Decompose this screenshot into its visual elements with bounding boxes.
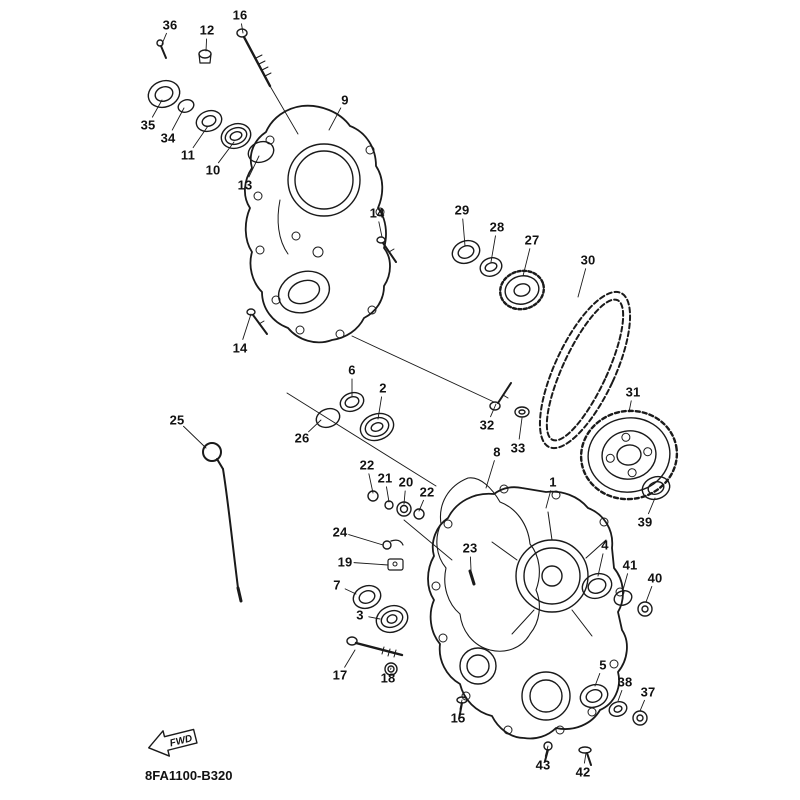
clamp-bracket-dowel [382, 539, 476, 586]
callout-14-9: 14 [369, 205, 385, 221]
sprocket-and-chain [451, 239, 632, 450]
callout-9-8: 9 [341, 92, 349, 108]
callout-28-11: 28 [489, 219, 505, 235]
callout-36-0: 36 [162, 17, 178, 33]
callout-7-35: 7 [333, 577, 341, 593]
callout-5-37: 5 [599, 657, 607, 673]
callout-12-2: 12 [199, 22, 215, 38]
lower-right-bearing-set [579, 683, 648, 726]
cover-seal-stack [147, 28, 275, 164]
callout-22-19: 22 [359, 457, 375, 473]
crankcase [427, 484, 628, 740]
callout-8-23: 8 [493, 444, 501, 460]
cover-bolts-14 [246, 236, 397, 335]
callout-3-36: 3 [356, 607, 364, 623]
callout-42-44: 42 [575, 764, 591, 780]
callout-14-14: 14 [232, 340, 248, 356]
callout-leader-lines [151, 23, 656, 764]
lower-left-seal-bearing [352, 584, 409, 634]
callout-16-1: 16 [232, 7, 248, 23]
callout-18-41: 18 [380, 670, 396, 686]
callout-43-43: 43 [535, 757, 551, 773]
bolt-32-washer-33 [489, 382, 530, 418]
lower-fasteners [346, 636, 592, 766]
fwd-arrow: FWD [148, 728, 198, 757]
callout-23-31: 23 [462, 540, 478, 556]
callout-25-18: 25 [169, 412, 185, 428]
callout-17-40: 17 [332, 667, 348, 683]
fwd-label: FWD [169, 733, 194, 749]
callout-34-4: 34 [160, 130, 176, 146]
callout-22-22: 22 [419, 484, 435, 500]
gasket [436, 477, 540, 652]
callout-19-30: 19 [337, 554, 353, 570]
callout-29-10: 29 [454, 202, 470, 218]
callout-32-25: 32 [479, 417, 495, 433]
callout-27-12: 27 [524, 232, 540, 248]
callout-20-21: 20 [398, 474, 414, 490]
callout-15-42: 15 [450, 710, 466, 726]
chaincase-cover [244, 104, 391, 344]
callout-10-6: 10 [205, 162, 221, 178]
diagram-code: 8FA1100-B320 [145, 768, 233, 783]
callout-31-27: 31 [625, 384, 641, 400]
center-seal-stack [315, 391, 395, 442]
callout-38-38: 38 [617, 674, 633, 690]
callout-26-17: 26 [294, 430, 310, 446]
callout-21-20: 21 [377, 470, 393, 486]
callout-6-15: 6 [348, 362, 356, 378]
callout-1-24: 1 [549, 474, 557, 490]
callout-41-33: 41 [622, 557, 638, 573]
callout-4-32: 4 [601, 537, 609, 553]
callout-30-13: 30 [580, 252, 596, 268]
callout-13-7: 13 [237, 177, 253, 193]
callout-40-34: 40 [647, 570, 663, 586]
callout-2-16: 2 [379, 380, 387, 396]
callout-37-39: 37 [640, 684, 656, 700]
driven-gear [579, 409, 679, 501]
callout-24-29: 24 [332, 524, 348, 540]
assembly-axis-lines [269, 85, 495, 561]
callout-33-26: 33 [510, 440, 526, 456]
spacer-set [367, 490, 425, 520]
dipstick [202, 442, 243, 603]
callout-11-5: 11 [180, 147, 196, 163]
callout-39-28: 39 [637, 514, 653, 530]
right-seal-set [581, 572, 653, 617]
callout-35-3: 35 [140, 117, 156, 133]
